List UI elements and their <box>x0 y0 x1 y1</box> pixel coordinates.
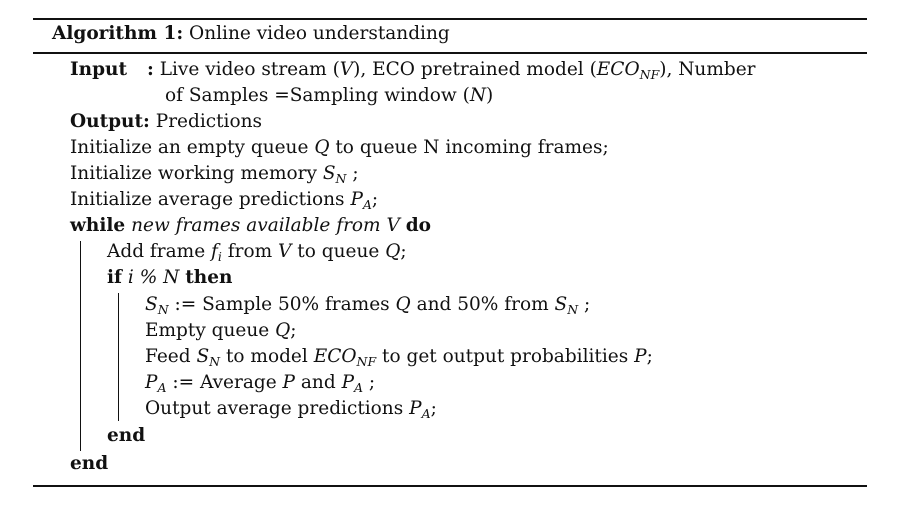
input-line-2: of Samples =Sampling window (N) <box>165 84 493 108</box>
var-s: S <box>322 163 336 184</box>
input-label: Input <box>70 59 128 80</box>
statement-text: ; <box>290 320 297 341</box>
var-q: Q <box>314 137 330 158</box>
statement-text: := Sample 50% frames <box>168 294 396 315</box>
algorithm-caption: Algorithm 1: Online video understanding <box>52 22 450 46</box>
subscript-n: N <box>335 171 347 186</box>
while-line: while new frames available from V do <box>70 214 431 238</box>
subscript-n: N <box>209 354 221 369</box>
subscript-n: N <box>157 302 169 317</box>
subscript-nf: NF <box>356 354 377 369</box>
statement-text: ; <box>646 346 653 367</box>
output-label: Output: <box>70 111 150 132</box>
bottom-rule <box>33 485 867 487</box>
init-queue-line: Initialize an empty queue Q to queue N i… <box>70 136 609 160</box>
input-text: Live video stream ( <box>159 59 340 80</box>
subscript-a: A <box>354 380 364 395</box>
output-line: Output: Predictions <box>70 110 262 134</box>
var-v: V <box>339 59 354 80</box>
statement-text: Initialize average predictions <box>70 189 351 210</box>
init-predictions-line: Initialize average predictions PA; <box>70 188 378 212</box>
end-while-line: end <box>70 452 108 476</box>
sample-line: SN := Sample 50% frames Q and 50% from S… <box>145 293 590 317</box>
subscript-a: A <box>157 380 167 395</box>
add-frame-line: Add frame fi from V to queue Q; <box>107 240 407 264</box>
end-keyword: end <box>107 425 146 446</box>
caption-rule <box>33 52 867 54</box>
feed-line: Feed SN to model ECONF to get output pro… <box>145 345 653 369</box>
statement-text: to queue <box>291 241 386 262</box>
if-condition: i % N <box>127 267 180 288</box>
var-p: P <box>409 398 422 419</box>
statement-text: ; <box>363 372 376 393</box>
while-keyword: while <box>70 215 126 236</box>
top-rule <box>33 18 867 20</box>
var-s: S <box>554 294 568 315</box>
if-scope-bar <box>118 293 120 421</box>
var-p: P <box>282 372 295 393</box>
statement-text: ; <box>371 189 379 210</box>
statement-text: to model <box>220 346 314 367</box>
input-text: ), Number <box>659 59 756 80</box>
statement-text: ; <box>400 241 407 262</box>
var-p: P <box>145 372 158 393</box>
statement-text: Initialize an empty queue <box>70 137 315 158</box>
var-q: Q <box>385 241 401 262</box>
statement-text: Initialize working memory <box>70 163 323 184</box>
statement-text: and <box>295 372 342 393</box>
subscript-nf: NF <box>639 67 660 82</box>
init-memory-line: Initialize working memory SN ; <box>70 162 359 186</box>
empty-queue-line: Empty queue Q; <box>145 319 297 343</box>
subscript-i: i <box>217 249 222 264</box>
subscript-a: A <box>362 197 372 212</box>
input-text: of Samples =Sampling window ( <box>165 85 470 106</box>
statement-text: and 50% from <box>410 294 555 315</box>
statement-text: ; <box>346 163 359 184</box>
if-keyword: if <box>107 267 122 288</box>
do-keyword: do <box>405 215 432 236</box>
subscript-a: A <box>421 406 431 421</box>
var-s: S <box>145 294 158 315</box>
input-colon: : <box>147 59 154 80</box>
statement-text: ; <box>430 398 437 419</box>
output-average-line: Output average predictions PA; <box>145 397 437 421</box>
input-text: ), ECO pretrained model ( <box>353 59 597 80</box>
var-q: Q <box>275 320 291 341</box>
statement-text: to get output probabilities <box>376 346 635 367</box>
end-keyword: end <box>70 453 109 474</box>
statement-text: Empty queue <box>145 320 276 341</box>
statement-text: to queue N incoming frames; <box>329 137 609 158</box>
while-condition: new frames available from V <box>131 215 400 236</box>
if-line: if i % N then <box>107 266 232 290</box>
statement-text: from <box>221 241 279 262</box>
subscript-n: N <box>567 302 579 317</box>
output-text: Predictions <box>155 111 263 132</box>
input-line-1-text: : Live video stream (V), ECO pretrained … <box>147 58 756 82</box>
statement-text: ; <box>578 294 591 315</box>
var-q: Q <box>395 294 411 315</box>
var-f: f <box>211 241 218 262</box>
var-n: N <box>469 85 487 106</box>
statement-text: Output average predictions <box>145 398 410 419</box>
then-keyword: then <box>185 267 233 288</box>
statement-text: Feed <box>145 346 197 367</box>
var-eco: ECO <box>313 346 357 367</box>
var-p: P <box>634 346 647 367</box>
average-line: PA := Average P and PA ; <box>145 371 375 395</box>
input-text: ) <box>486 85 494 106</box>
var-v: V <box>278 241 292 262</box>
statement-text: Add frame <box>107 241 212 262</box>
var-p: P <box>350 189 363 210</box>
input-line-1: Input <box>70 58 127 82</box>
var-eco: ECO <box>596 59 640 80</box>
caption-title: Online video understanding <box>189 23 450 44</box>
statement-text: := Average <box>166 372 283 393</box>
var-s: S <box>196 346 210 367</box>
var-p: P <box>341 372 355 393</box>
while-scope-bar <box>80 241 82 451</box>
caption-label: Algorithm 1: <box>52 23 184 44</box>
end-if-line: end <box>107 424 145 448</box>
